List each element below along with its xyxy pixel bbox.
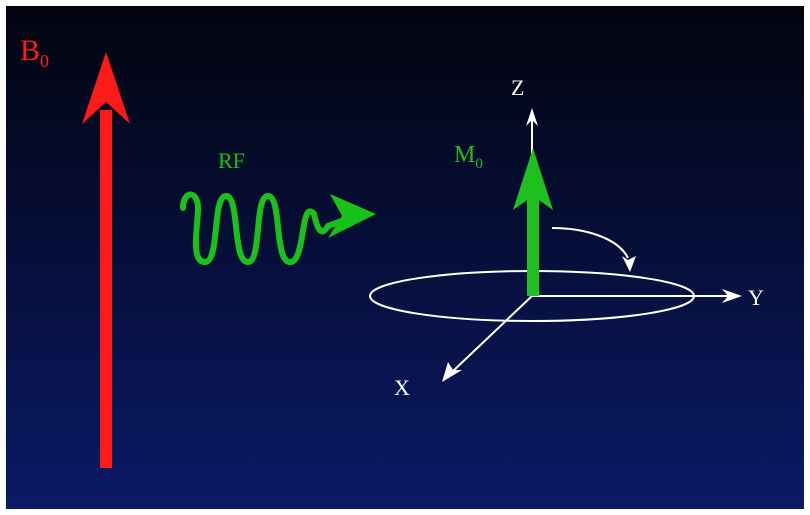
b0-label-sub: 0	[40, 51, 49, 71]
x-axis-label: X	[394, 375, 410, 400]
rotation-curved-arrow-icon	[551, 227, 636, 272]
m0-label-sub: 0	[475, 156, 483, 172]
m0-label-main: M	[454, 142, 475, 168]
x-axis	[442, 295, 533, 382]
z-axis-label: Z	[511, 75, 524, 100]
m0-arrow-icon	[513, 148, 553, 296]
rf-wave-icon	[180, 191, 376, 265]
diagram-background	[6, 6, 804, 509]
b0-label: B0	[20, 34, 49, 71]
b0-label-main: B	[20, 34, 40, 67]
b0-arrow-icon	[82, 52, 130, 468]
y-axis-label: Y	[748, 285, 764, 310]
rf-label: RF	[218, 148, 245, 173]
m0-label: M0	[454, 142, 483, 172]
y-axis	[532, 289, 742, 303]
